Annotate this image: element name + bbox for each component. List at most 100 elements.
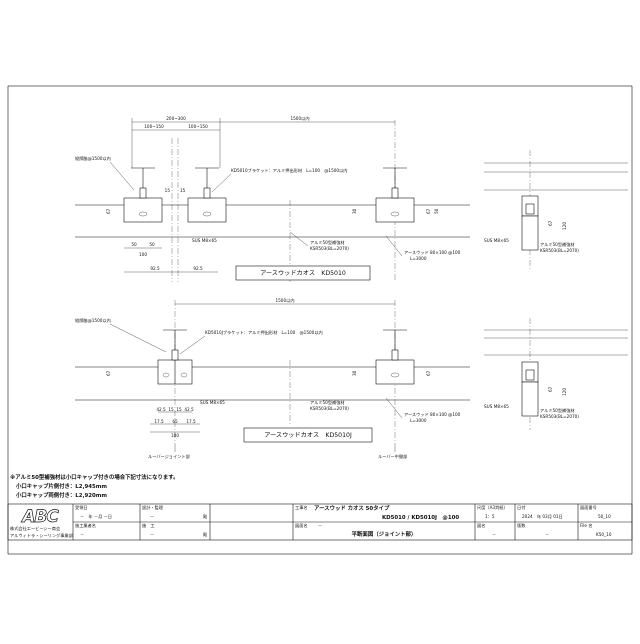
upper-leader-bracket [211,173,232,193]
remarks-line-1: ※アルミ50型補強材は小口キャップ付きの場合下記寸法になります。 [10,473,178,481]
upper-dim-gap-right-text: 100~150 [188,124,208,129]
side-l-reinforce [525,369,535,381]
upper-dim-67a: 67 [106,208,111,214]
date-value: 2024 年 03月 01日 [522,513,563,520]
project-label: 工事名 [295,504,308,511]
file-label: File 名 [580,522,593,529]
upper-note-bracket: KD5010ブラケット：アルミ押出形材 L=100 @1500以内 [231,167,347,174]
company-name-1: 株式会社エービーシー商会 [10,525,61,532]
upper-bolt-hole-right [202,211,212,217]
lower-dim-pitch-text: 1500以内 [275,297,294,304]
upper-dim-92b: 92.5 [193,266,203,271]
upper-note-reinforce-1: アルミ50型補強材 [310,239,345,246]
upper-dim-pitch-text: 1500以内 [290,115,309,122]
company-name-2: アルウィトラ・シーリング事業部 [10,532,73,539]
lower-note-wood-2: L=3000 [410,418,427,423]
side-u-r1: アルミ50型補強材 [540,241,575,248]
scale-value: 1：5 [485,514,495,519]
lower-note-joint: ルーバージョイント部 [148,453,190,460]
lower-dim-30: 30 [352,370,357,376]
upper-leader-wood [385,235,403,257]
lower-bolt-hole-right [180,372,188,378]
upper-label: アースウッドカオス KD5010 [260,269,346,277]
company-logo: ABC [20,507,59,527]
upper-dim-100: 100 [139,252,147,257]
upper-dim-92a: 92.5 [150,266,160,271]
upper-dim-15b: 15 [180,188,186,193]
const-label: 施 工 [142,522,155,529]
lower-dim-67b: 67 [426,370,431,376]
rev-value: － [545,532,549,537]
lower-section: 1500以内 42.5 15 15 42.5 17.5 65 17.5 100 … [75,297,470,460]
file-value: K50_10 [596,532,612,537]
date-label: 日付 [517,504,525,511]
upper-note-sus: SUS M8×65 [192,238,217,243]
side-l-dim-120: 120 [562,388,567,396]
lower-dim-100: 100 [171,433,179,438]
side-u-louver [521,215,539,251]
lower-note-reinforce-1: アルミ50型補強材 [310,399,345,406]
lower-note-hanging: 縦際脇@1500以内 [75,317,111,324]
upper-leader-reinforce [289,231,309,247]
lower-label-box [243,427,373,443]
side-l-sus: SUS M8×65 [484,404,509,409]
upper-note-wood-2: L=3000 [410,256,427,261]
upper-dim-gap-left-text: 100~150 [144,124,164,129]
scale-label: 尺度（A3判紙） [477,504,508,511]
upper-dim-67b: 67 [426,208,431,214]
lower-nut-middle [391,349,399,361]
lower-bracket-middle [375,359,415,385]
design-value: － [150,514,154,519]
upper-nut-right [203,187,211,199]
rev-label: 版数 [517,522,526,529]
lower-note-wood-1: アースウッド 80×100 @100 [404,411,461,418]
builder-label: 施工業者名 [75,522,96,529]
lower-note-middle: ルーバー中間部 [378,453,407,460]
side-l-louver [521,381,539,417]
order-value: － [492,532,496,537]
order-label: 図名 [477,522,485,529]
project-name: アースウッド カオス 50タイプ [314,504,390,512]
drawing-label: 図面名 [295,522,308,529]
upper-section: 200~300 100~150 100~150 1500以内 15 15 50 … [75,115,470,282]
upper-nut-middle [391,187,399,199]
remarks-line-2: 小口キャップ片側付き：L2,945mm [16,482,107,490]
lower-note-bracket: KD5010Jブラケット：アルミ押出形材 L=100 @1500以内 [205,329,323,336]
lower-dim-425a: 42.5 [156,407,166,412]
const-suffix: 殿 [203,532,208,538]
upper-dim-50c: 50 [434,208,439,214]
lower-leader-wood [385,397,403,419]
const-value: － [150,532,154,537]
drawing-no-label: 図面番号 [580,504,597,511]
lower-leader-bracket [179,335,206,355]
upper-dim-gap-total-text: 200~300 [166,116,186,121]
upper-note-wood-1: アースウッド 80×100 @100 [404,249,461,256]
recv-label: 受領日 [75,504,88,511]
title-block: ABC 株式会社エービーシー商会 アルウィトラ・シーリング事業部 受領日 － 年… [7,503,633,541]
lower-note-reinforce-2: KSR503(BL=2070) [310,406,349,411]
upper-nut-left [139,187,147,199]
side-u-dim-120: 120 [562,222,567,230]
drawing-value: － [318,523,322,528]
upper-bolt-hole-left [138,211,148,217]
lower-dim-425b: 42.5 [184,407,194,412]
side-detail-lower: 67 120 SUS M8×65 アルミ50型補強材 KSR503(BL=207… [484,318,628,430]
upper-note-hanging: 縦際脇@1500以内 [75,155,111,162]
side-u-r2: KSR503(BL=2070) [540,248,579,253]
lower-bolt-hole-middle [390,372,400,378]
drawing-frame [7,85,633,555]
lower-dim-15a: 15 [168,407,174,412]
lower-dim-67a: 67 [106,370,111,376]
upper-leader-hanging [109,161,135,191]
lower-bolt-hole-left [162,372,170,378]
side-u-reinforce [525,203,535,215]
upper-dim-30: 30 [352,208,357,214]
upper-bracket-left [123,197,163,223]
lower-note-sus: SUS M8×65 [200,400,225,405]
remarks-line-3: 小口キャップ両側付き：L2,920mm [16,491,107,499]
lower-dim-175b: 17.5 [186,419,196,424]
side-u-dim-67: 67 [548,220,553,226]
lower-nut-joint [171,349,179,361]
